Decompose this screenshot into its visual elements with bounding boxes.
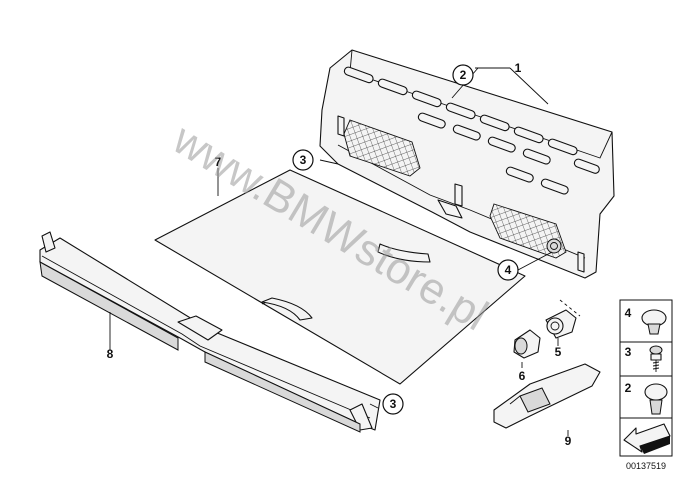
grab-handle — [493, 363, 601, 429]
push-rivet-icon — [641, 309, 667, 335]
legend-number-4: 4 — [625, 306, 632, 320]
callout-2: 2 — [460, 68, 467, 82]
callout-3-top: 3 — [300, 153, 307, 167]
direction-arrow-icon — [623, 423, 671, 454]
legend-box-3 — [619, 341, 673, 377]
callout-5: 5 — [555, 345, 562, 359]
callout-4-circle — [497, 259, 519, 281]
screw-icon — [649, 345, 663, 372]
callout-1: 1 — [515, 61, 522, 75]
trunk-floor-mat — [154, 169, 526, 385]
callout-4: 4 — [505, 263, 512, 277]
fastener-clip — [545, 309, 577, 339]
loading-sill-trim — [39, 231, 381, 433]
callout-3-circle-bottom — [382, 393, 404, 415]
legend-number-2: 2 — [625, 381, 632, 395]
callout-3-circle-top — [292, 149, 314, 171]
expanding-clip-icon — [644, 383, 668, 415]
rear-shelf-panel — [319, 49, 615, 279]
rubber-grommet — [513, 329, 541, 359]
fastener-legend: 4 3 2 — [619, 299, 673, 457]
callout-3-bottom: 3 — [390, 397, 397, 411]
callout-2-circle — [452, 64, 474, 86]
callout-7: 7 — [215, 155, 222, 169]
callout-6: 6 — [519, 369, 526, 383]
callout-9: 9 — [565, 434, 572, 448]
diagram-code: 00137519 — [626, 461, 666, 471]
legend-number-3: 3 — [625, 345, 632, 359]
callout-8: 8 — [107, 347, 114, 361]
